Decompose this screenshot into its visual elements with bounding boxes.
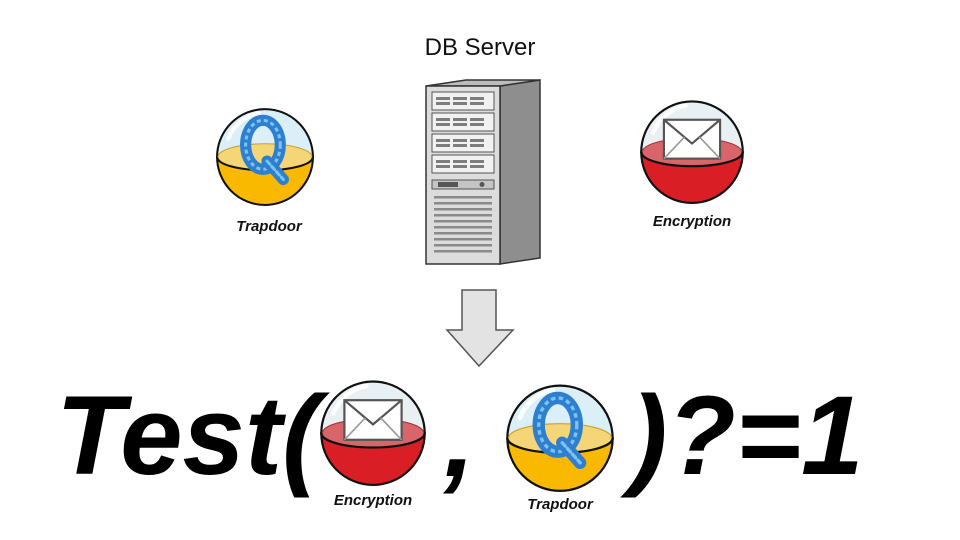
formula-encryption-label: Encryption: [333, 492, 413, 509]
encryption-label: Encryption: [652, 213, 732, 230]
server-tower-icon: [420, 78, 546, 266]
down-arrow-icon: [445, 288, 516, 368]
formula-encryption-capsule-icon: [318, 376, 428, 486]
trapdoor-label: Trapdoor: [236, 218, 302, 235]
trapdoor-capsule-icon: [214, 104, 316, 206]
formula-trapdoor-capsule-icon: [504, 380, 616, 492]
server-title: DB Server: [424, 34, 536, 61]
formula-comma: ,: [444, 375, 476, 500]
formula-function: Test(: [56, 373, 320, 498]
formula-suffix: )?=1: [630, 373, 864, 498]
formula-trapdoor-label: Trapdoor: [527, 496, 593, 513]
encryption-capsule-icon: [638, 96, 746, 204]
